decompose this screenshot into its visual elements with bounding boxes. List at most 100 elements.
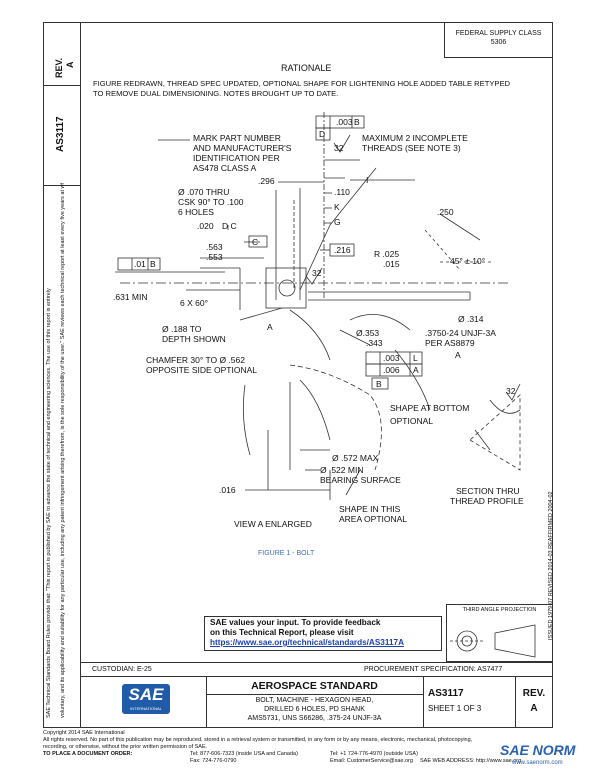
dim-343: .343 [366,338,383,348]
mark-part-line-2: AND MANUFACTURER'S [193,143,292,153]
dim-314: Ø .314 [458,314,484,324]
rationale-line-2: TO REMOVE DUAL DIMENSIONING. NOTES BROUG… [93,89,339,98]
tel-intl: Tel: +1 724-776-4970 (outside USA) [330,751,418,757]
fcf-003-value: .003 [383,353,400,363]
drawing-frame [43,22,553,728]
title-divider [206,694,423,695]
dim-572: Ø .572 MAX [332,453,379,463]
dim-522-line-1: Ø .522 MIN [320,465,364,475]
sae-logo-sub: INTERNATIONAL [130,706,162,711]
dim-32-bottom: 32 [506,386,516,396]
chamfer-line-1: CHAMFER 30° TO Ø .562 [146,355,245,365]
label-g: G [334,217,341,227]
dim-188-line-1: Ø .188 TO [162,324,202,334]
mark-part-line-1: MARK PART NUMBER [193,133,281,143]
shape-bottom-line-2: OPTIONAL [390,416,433,426]
watermark: SAE NORM [500,742,576,758]
dim-070-line-3: 6 HOLES [178,207,214,217]
section-line-1: SECTION THRU [456,486,520,496]
figure-caption: FIGURE 1 - BOLT [258,550,315,557]
rights-line-2: recording, or otherwise, without the pri… [43,744,208,750]
fcf-top-value: .003 [336,117,353,127]
dim-296: .296 [258,176,275,186]
dim-6x60: 6 X 60° [180,298,208,308]
web-address[interactable]: SAE WEB ADDRESS: http://www.sae.org [420,758,522,764]
title-divider [515,676,516,728]
federal-supply-class: FEDERAL SUPPLY CLASS [455,30,542,37]
projection-label: THIRD ANGLE PROJECTION [462,607,537,613]
dim-563: .563 [206,242,223,252]
title-divider [423,676,424,728]
label-c: C [252,237,259,247]
doc-number: AS3117 [428,688,464,699]
left-strip [43,22,81,728]
projection-box [446,604,553,662]
dim-216: .216 [334,245,351,255]
custodian: CUSTODIAN: E-25 [92,666,152,673]
max-incomplete-line-2: THREADS (SEE NOTE 3) [362,143,461,153]
dim-250: .250 [437,207,454,217]
email: Email: CustomerService@sae.org [330,758,413,764]
shape-hole-line-2: AREA OPTIONAL [339,514,408,524]
fcf-top-datum: B [354,117,360,127]
datum-b: B [376,379,382,389]
order-label: TO PLACE A DOCUMENT ORDER: [43,751,133,757]
dim-32-top: 32 [334,143,344,153]
sae-logo-text: SAE [128,685,164,704]
rationale-title: RATIONALE [281,63,332,73]
procurement-spec: PROCUREMENT SPECIFICATION: AS7477 [364,666,503,673]
rationale-line-1: FIGURE REDRAWN, THREAD SPEC UPDATED, OPT… [93,79,511,88]
title-line-2: DRILLED 6 HOLES, PD SHANK [264,706,365,713]
feedback-link[interactable]: https://www.sae.org/technical/standards/… [210,638,404,647]
angle-45: 45° ± 10° [450,256,486,266]
mark-part-line-4: AS478 CLASS A [193,163,257,173]
fax: Fax: 724-776-0790 [190,758,237,764]
rights-line-1: All rights reserved. No part of this pub… [43,737,473,743]
dim-r015: .015 [383,259,400,269]
dim-32-mid: 32 [312,268,322,278]
dim-020: .020 [197,221,214,231]
section-line-2: THREAD PROFILE [450,496,524,506]
tel-usa: Tel: 877-606-7323 (inside USA and Canada… [190,751,298,757]
chamfer-line-2: OPPOSITE SIDE OPTIONAL [146,365,257,375]
federal-supply-class-box [444,22,553,58]
feedback-line-1: SAE values your input. To provide feedba… [210,618,381,627]
view-a-enlarged: VIEW A ENLARGED [234,519,312,529]
dim-070-line-2: CSK 90° TO .100 [178,197,244,207]
rev-label: REV. [522,688,546,699]
dim-016: .016 [219,485,236,495]
aerospace-standard: AEROSPACE STANDARD [251,680,378,692]
fcf-003-mod: L [413,353,418,363]
label-a-right: A [455,350,461,360]
title-line-1: BOLT, MACHINE - HEXAGON HEAD, [255,697,374,704]
rev-value: A [530,703,538,714]
label-a-left: A [267,322,273,332]
divider [43,85,81,86]
watermark-sub: www.saenorm.com [512,760,563,766]
max-incomplete-line-1: MAXIMUM 2 INCOMPLETE [362,133,468,143]
fcf-left-value: .01 [134,259,146,269]
federal-supply-class-number: 5306 [490,39,507,46]
fcf-left-datum: B [150,259,156,269]
label-k: K [334,202,340,212]
sae-logo: SAE INTERNATIONAL [122,684,170,714]
feedback-box [204,616,442,651]
dim-631: .631 MIN [113,292,148,302]
dim-020-datums: D C [222,221,237,231]
divider [43,185,81,186]
dim-522-line-2: BEARING SURFACE [320,475,401,485]
datum-d: D [319,129,326,139]
dim-188-line-2: DEPTH SHOWN [162,334,226,344]
thread-line-1: .3750-24 UNJF-3A [425,328,496,338]
feedback-line-2: on this Technical Report, please visit [210,628,354,637]
dim-r025: R .025 [374,249,400,259]
fcf-006-datum: A [413,365,419,375]
title-block-divider [81,676,553,677]
title-divider [206,676,207,728]
shape-hole-line-1: SHAPE IN THIS [339,504,401,514]
fcf-006-value: .006 [383,365,400,375]
copyright: Copyright 2014 SAE International [43,730,125,736]
sheet-number: SHEET 1 OF 3 [428,704,482,713]
dim-070-line-1: Ø .070 THRU [178,187,230,197]
